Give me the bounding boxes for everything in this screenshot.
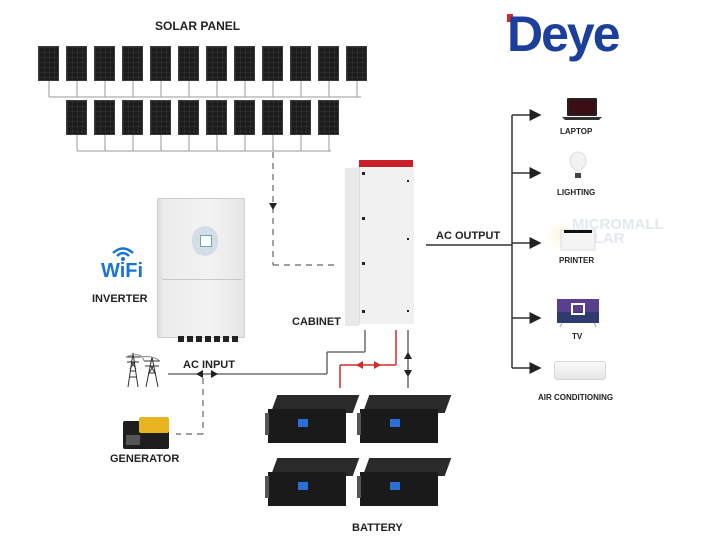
solar-panel: [290, 46, 311, 81]
load-label-lighting: LIGHTING: [557, 188, 596, 197]
wifi-label: WiFi: [101, 260, 144, 282]
battery-up-arrow: [404, 352, 412, 359]
light-bulb-icon: [569, 151, 587, 178]
inverter: [157, 198, 245, 342]
battery-link-red: [339, 330, 397, 388]
battery-handle: [265, 476, 269, 498]
load-label-laptop: LAPTOP: [560, 127, 593, 136]
printer-icon: [560, 229, 596, 251]
tv-icon: [557, 299, 599, 328]
load-label-air-conditioning: AIR CONDITIONING: [538, 393, 614, 402]
battery-down-arrow: [404, 370, 412, 377]
solar-panel: [150, 46, 171, 81]
battery-display: [298, 419, 308, 427]
inverter-display: [192, 226, 218, 256]
solar-panel: [290, 100, 311, 135]
solar-panel: [346, 46, 367, 81]
load-label-tv: TV: [572, 332, 583, 341]
ac-input-label: AC INPUT: [183, 359, 235, 371]
solar-panel: [206, 46, 227, 81]
generator-icon: [121, 413, 171, 453]
laptop-icon: [562, 98, 602, 120]
solar-panel: [234, 46, 255, 81]
solar-panel: [262, 100, 283, 135]
solar-down-arrow: [269, 203, 277, 210]
ac-input-line: [168, 330, 366, 375]
battery-display: [298, 482, 308, 490]
solar-panel: [122, 100, 143, 135]
solar-panel: [318, 46, 339, 81]
cabinet-screw: [407, 310, 409, 312]
cabinet-screw: [407, 238, 409, 240]
wifi-icon: [112, 247, 134, 261]
solar-panel: [206, 100, 227, 135]
solar-panel: [94, 100, 115, 135]
battery-module: [265, 458, 360, 510]
cabinet-top-red: [359, 160, 413, 167]
battery-display: [390, 419, 400, 427]
deye-logo: Deye: [507, 6, 647, 71]
battery-label: BATTERY: [352, 522, 403, 534]
ac-output-line: [426, 109, 542, 374]
battery-display: [390, 482, 400, 490]
watermark-line1: MICROMALL: [572, 216, 664, 233]
generator-label: GENERATOR: [110, 453, 180, 465]
load-label-printer: PRINTER: [559, 256, 595, 265]
cabinet-screw: [362, 310, 365, 313]
battery-module: [357, 458, 452, 510]
solar-to-cabinet-line: [272, 152, 336, 266]
generator-tank: [139, 417, 169, 433]
battery-module: [357, 395, 452, 447]
cabinet-screw: [362, 172, 365, 175]
inverter-screen: [200, 235, 212, 247]
solar-panel: [122, 46, 143, 81]
solar-panel: [66, 46, 87, 81]
generator-engine: [126, 435, 140, 445]
power-tower-icon: [125, 352, 161, 388]
cabinet-screw: [362, 262, 365, 265]
ac-input-arrow-right: [211, 370, 218, 378]
solar-panel: [262, 46, 283, 81]
solar-panel: [66, 100, 87, 135]
cabinet-side: [345, 168, 359, 326]
cabinet-label: CABINET: [292, 316, 341, 328]
solar-panel-label: SOLAR PANEL: [155, 19, 241, 33]
cabinet-screw: [407, 180, 409, 182]
battery-handle: [357, 413, 361, 435]
inverter-label: INVERTER: [92, 293, 148, 305]
battery-link-arrow-left: [356, 361, 363, 369]
air-conditioner-icon: [554, 361, 606, 380]
cabinet-front: [359, 166, 414, 324]
solar-panel: [318, 100, 339, 135]
cabinet-screw: [362, 217, 365, 220]
battery-handle: [357, 476, 361, 498]
logo-text: Deye: [507, 6, 621, 62]
inverter-ports: [178, 336, 238, 342]
solar-panel: [150, 100, 171, 135]
solar-panel: [38, 46, 59, 81]
solar-panel: [94, 46, 115, 81]
logo-accent-mark: [507, 14, 513, 22]
solar-panel: [178, 46, 199, 81]
ac-output-label: AC OUTPUT: [436, 230, 501, 242]
ac-input-arrow-left: [196, 370, 203, 378]
inverter-divider: [162, 279, 242, 280]
battery-handle: [265, 413, 269, 435]
battery-link-arrow-right: [374, 361, 381, 369]
solar-panel: [178, 100, 199, 135]
solar-panel: [234, 100, 255, 135]
battery-module: [265, 395, 360, 447]
cabinet: [345, 160, 414, 326]
generator-line: [176, 378, 204, 435]
